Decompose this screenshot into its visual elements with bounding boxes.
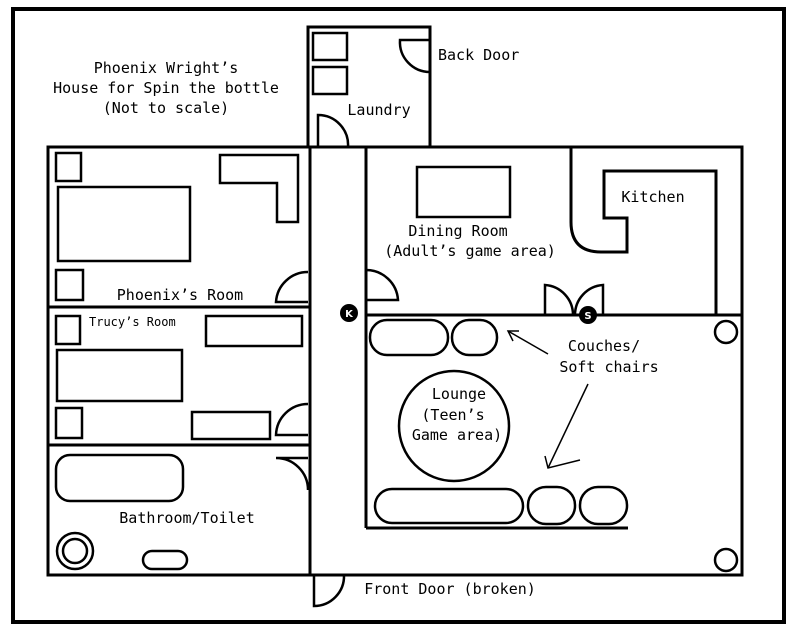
chair-bottom-2 <box>578 485 629 526</box>
laundry-room: Laundry <box>306 25 432 149</box>
lounge-table <box>397 369 511 483</box>
bathroom: Bathroom/Toilet <box>54 453 310 571</box>
couches-label-2: Soft chairs <box>559 358 658 376</box>
outer-border <box>11 7 786 624</box>
dining-room-label-1: Dining Room <box>408 222 507 240</box>
couches-label-1: Couches/ <box>568 337 640 355</box>
trucy-nightstand-top <box>54 314 82 346</box>
title-line-1: Phoenix Wright’s <box>94 59 239 77</box>
phoenix-room-label: Phoenix’s Room <box>117 286 243 304</box>
trucy-bed <box>55 348 184 403</box>
laundry-label: Laundry <box>347 101 410 119</box>
phoenix-door[interactable] <box>274 270 309 304</box>
couch-bottom <box>373 487 525 525</box>
phoenix-room: Phoenix’s Room <box>54 151 309 304</box>
lounge-label-1: Lounge <box>432 385 486 403</box>
phoenix-nightstand-bottom <box>54 268 85 302</box>
double-doors[interactable] <box>543 283 605 316</box>
arrow-to-bottom-couches <box>544 383 589 469</box>
kitchen: Kitchen <box>569 147 718 315</box>
main-house-wall <box>308 145 744 577</box>
trucy-nightstand-bottom <box>54 406 84 440</box>
dining-door[interactable] <box>365 268 400 302</box>
trucy-desk <box>204 314 304 348</box>
sink <box>141 549 189 571</box>
back-door-label: Back Door <box>438 46 519 64</box>
dining-room-label-2: (Adult’s game area) <box>384 242 556 260</box>
trucy-room: Trucy’s Room <box>54 314 309 441</box>
pillar-bottom <box>713 547 739 573</box>
bathroom-door[interactable] <box>275 456 310 491</box>
trucy-door[interactable] <box>274 402 309 437</box>
lounge-label-3: Game area) <box>412 426 502 444</box>
title-line-2: House for Spin the bottle <box>53 79 279 97</box>
bathroom-label: Bathroom/Toilet <box>119 509 254 527</box>
lounge-label-2: (Teen’s <box>421 406 484 424</box>
kitchen-label: Kitchen <box>621 188 684 206</box>
pillar-top <box>713 319 739 345</box>
trucy-dresser <box>190 410 272 441</box>
front-door-label: Front Door (broken) <box>364 580 536 598</box>
phoenix-nightstand-top <box>54 151 83 183</box>
chair-top <box>450 318 499 357</box>
front-door[interactable] <box>312 574 346 608</box>
dining-room: Dining Room (Adult’s game area) <box>365 165 605 316</box>
marker-s-letter: S <box>584 311 591 322</box>
back-door[interactable] <box>398 38 431 74</box>
laundry-door[interactable] <box>316 113 350 148</box>
bathtub <box>54 453 185 503</box>
marker-k-letter: K <box>345 309 354 320</box>
toilet-inner <box>61 537 89 565</box>
dryer <box>311 65 349 96</box>
phoenix-desk <box>218 153 300 224</box>
title-line-3: (Not to scale) <box>103 99 229 117</box>
phoenix-bed <box>56 185 192 263</box>
marker-s[interactable]: S <box>579 306 597 324</box>
lounge: Lounge (Teen’s Game area) Couches/ Soft … <box>366 318 739 573</box>
kitchen-counter <box>569 147 718 315</box>
chair-bottom-1 <box>526 485 577 526</box>
marker-k[interactable]: K <box>340 304 358 322</box>
trucy-room-label: Trucy’s Room <box>89 315 176 329</box>
arrow-to-top-couches <box>506 330 549 355</box>
dining-table <box>415 165 512 219</box>
couch-top-left <box>368 318 450 357</box>
washer <box>311 31 349 62</box>
